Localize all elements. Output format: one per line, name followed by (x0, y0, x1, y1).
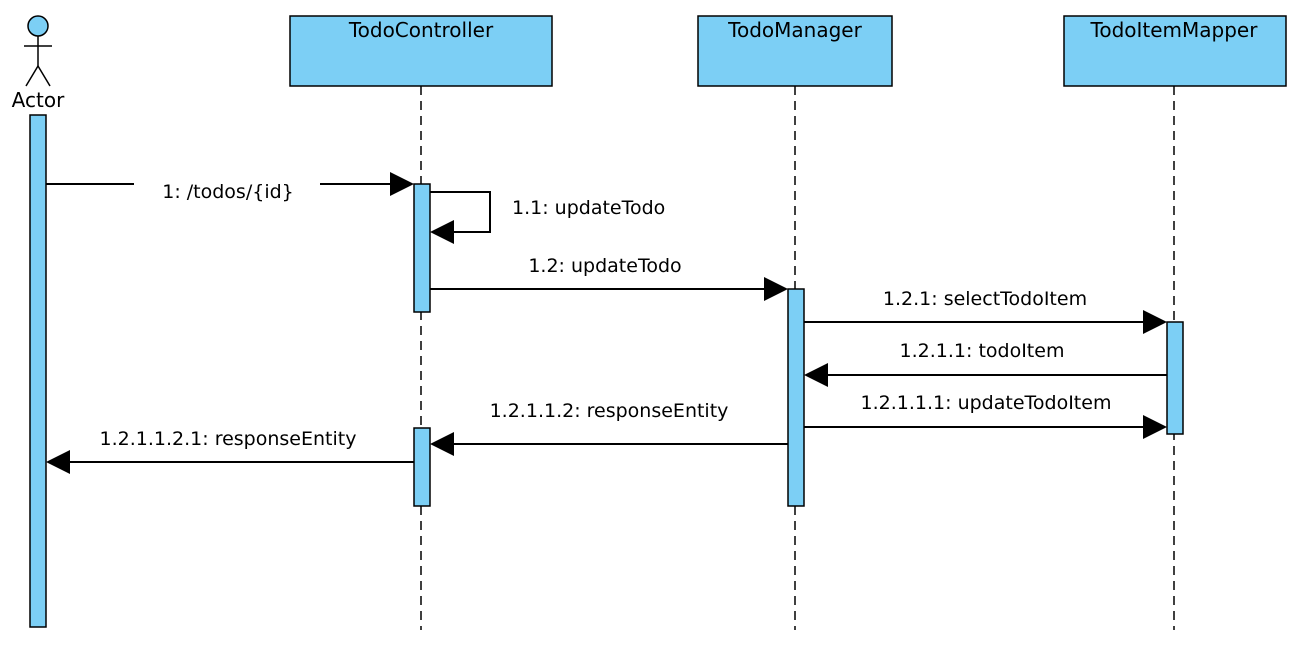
lifeline-box-todo-manager[interactable] (697, 15, 893, 87)
message-1-2-1-1-2-label: 1.2.1.1.2: responseEntity (490, 400, 729, 422)
message-1-2-1-1-1[interactable]: 1.2.1.1.1: updateTodoItem (804, 392, 1167, 439)
arrowhead-icon (804, 363, 828, 387)
lifeline-box-todo-controller[interactable] (289, 15, 553, 87)
activation-todo-controller-2 (413, 427, 431, 507)
message-1[interactable]: 1: /todos/{id} (46, 172, 414, 203)
lifeline-box-todo-item-mapper[interactable] (1063, 15, 1287, 87)
message-1-2-1-1-label: 1.2.1.1: todoItem (900, 340, 1065, 362)
arrowhead-icon (764, 277, 788, 301)
lifeline-label-todo-manager: TodoManager (727, 18, 862, 42)
arrowhead-icon (46, 450, 70, 474)
actor: Actor (12, 15, 65, 112)
arrowhead-icon (430, 220, 454, 244)
lifeline-label-todo-item-mapper: TodoItemMapper (1090, 18, 1259, 42)
message-1-1-line (430, 191, 491, 233)
message-1-2-1-1-1-label: 1.2.1.1.1: updateTodoItem (861, 392, 1112, 414)
message-1-2-label: 1.2: updateTodo (528, 255, 681, 277)
actor-head-icon (27, 15, 49, 37)
message-1-1[interactable]: 1.1: updateTodo (430, 191, 665, 244)
activation-todo-controller-1 (413, 183, 431, 313)
actor-right-leg (37, 65, 51, 87)
message-1-2-1-1[interactable]: 1.2.1.1: todoItem (804, 340, 1167, 387)
arrowhead-icon (1143, 415, 1167, 439)
arrowhead-icon (1143, 310, 1167, 334)
message-1-2-1-1-2-1-label: 1.2.1.1.2.1: responseEntity (100, 428, 357, 450)
actor-label: Actor (12, 88, 65, 112)
message-1-2[interactable]: 1.2: updateTodo (430, 255, 788, 301)
actor-left-leg (25, 65, 39, 87)
arrowhead-icon (390, 172, 414, 196)
activation-todo-item-mapper (1166, 321, 1184, 435)
message-1-2-1-label: 1.2.1: selectTodoItem (883, 288, 1087, 310)
activation-todo-manager (787, 288, 805, 507)
message-1-1-label: 1.1: updateTodo (512, 197, 665, 219)
lifeline-label-todo-controller: TodoController (348, 18, 494, 42)
arrowhead-icon (430, 432, 454, 456)
message-1-2-1-1-2[interactable]: 1.2.1.1.2: responseEntity (430, 400, 788, 456)
message-1-label: 1: /todos/{id} (162, 181, 294, 203)
message-1-2-1-1-2-1[interactable]: 1.2.1.1.2.1: responseEntity (46, 428, 414, 474)
message-1-2-1[interactable]: 1.2.1: selectTodoItem (804, 288, 1167, 334)
activation-actor (29, 114, 47, 628)
